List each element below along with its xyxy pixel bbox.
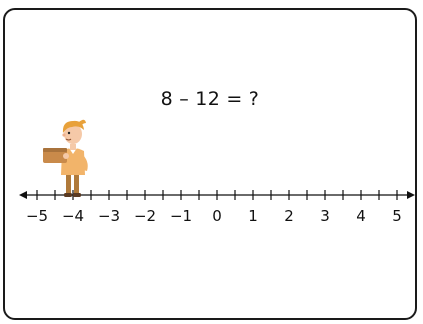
number-line-label: 4 (356, 207, 366, 225)
number-line-label: −1 (170, 207, 192, 225)
character-hand (63, 153, 69, 159)
equation-left-operand: 8 (160, 88, 174, 110)
character-arm (78, 153, 88, 171)
number-line-label: 3 (320, 207, 330, 225)
character-hair (62, 120, 84, 133)
character-mouth (65, 138, 72, 141)
character-book-cover (43, 148, 67, 152)
number-line-label: 5 (392, 207, 402, 225)
character-hair-tuft (79, 119, 86, 126)
character-head (64, 124, 82, 144)
number-line-ticks (36, 190, 398, 200)
number-line-label: 1 (248, 207, 258, 225)
character-neck (70, 144, 76, 150)
number-line-label: −4 (62, 207, 84, 225)
character-eye (67, 131, 71, 135)
number-line: −5 −4 −3 −2 −1 0 1 2 3 4 5 (19, 119, 415, 225)
character-leg-right (74, 173, 79, 195)
right-arrow-icon (407, 191, 415, 199)
equation-unknown: ? (248, 88, 260, 110)
character-leg-left (66, 173, 71, 195)
number-line-label: −5 (26, 207, 48, 225)
explorer-character-icon (43, 119, 88, 197)
number-line-labels: −5 −4 −3 −2 −1 0 1 2 3 4 5 (26, 207, 402, 225)
character-shoe-left (64, 193, 72, 197)
number-line-label: 2 (284, 207, 294, 225)
character-shoe-right (73, 193, 81, 197)
equation: 8–12=? (5, 88, 415, 110)
equation-equals: = (226, 88, 243, 110)
character-nose (62, 133, 66, 137)
equation-right-operand: 12 (195, 88, 221, 110)
number-line-label: −2 (134, 207, 156, 225)
number-line-label: 0 (212, 207, 222, 225)
equation-operator: – (179, 88, 190, 110)
number-line-label: −3 (98, 207, 120, 225)
left-arrow-icon (19, 191, 27, 199)
